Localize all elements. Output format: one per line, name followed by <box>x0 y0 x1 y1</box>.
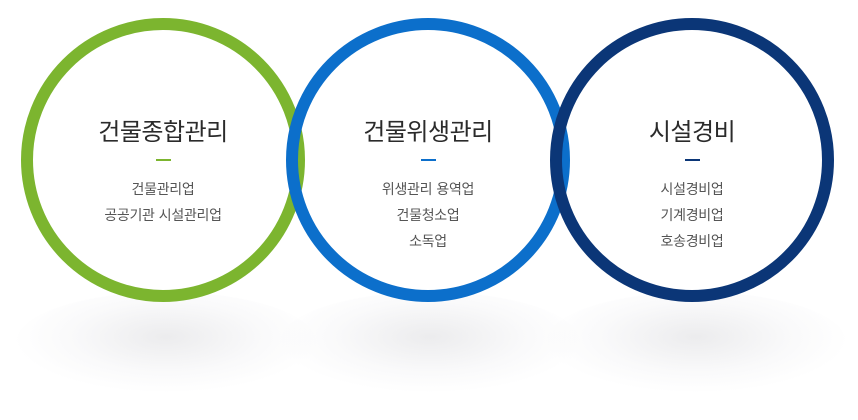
service-item: 기계경비업 <box>660 208 724 224</box>
service-list: 건물관리업 공공기관 시설관리업 <box>18 177 308 229</box>
service-item: 시설경비업 <box>660 182 724 198</box>
circle-title: 시설경비 <box>648 118 736 146</box>
circle-reflection <box>16 292 316 392</box>
circle-title: 건물위생관리 <box>363 118 493 146</box>
service-item: 공공기관 시설관리업 <box>104 208 222 224</box>
service-item: 건물청소업 <box>396 208 460 224</box>
navy-ring <box>550 18 834 302</box>
service-item: 위생관리 용역업 <box>381 182 475 198</box>
circle-reflection <box>546 292 846 392</box>
title-underline <box>685 159 700 161</box>
title-underline <box>421 159 436 161</box>
blue-ring <box>286 18 570 302</box>
circle-title: 건물종합관리 <box>98 118 228 146</box>
service-list: 시설경비업 기계경비업 호송경비업 <box>547 177 837 255</box>
service-list: 위생관리 용역업 건물청소업 소독업 <box>283 177 573 255</box>
circle-reflection <box>280 292 580 392</box>
title-underline <box>156 159 171 161</box>
service-item: 호송경비업 <box>660 234 724 250</box>
service-item: 건물관리업 <box>131 182 195 198</box>
green-ring <box>21 18 305 302</box>
service-item: 소독업 <box>409 234 447 250</box>
